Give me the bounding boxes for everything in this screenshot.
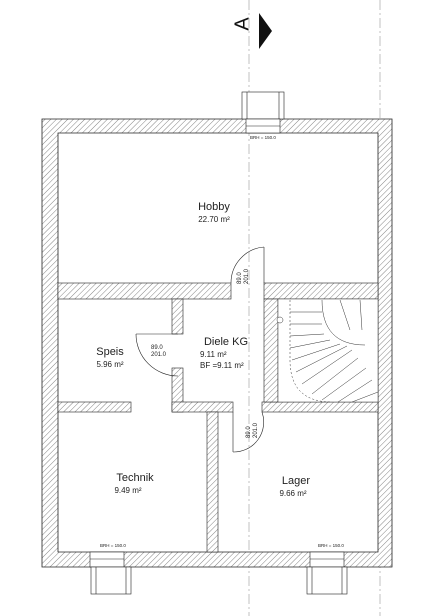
window-top [241, 91, 285, 134]
window-bottom-left [89, 551, 132, 595]
window-top-label: BRH = 150.0 [250, 135, 276, 140]
room-speis: Speis 5.96 m² [96, 346, 124, 369]
door-hobby-width: 89.0 [237, 272, 243, 284]
room-diele-bf: BF =9.11 m² [200, 361, 244, 370]
room-technik-name: Technik [116, 472, 154, 484]
window-bottom-right [306, 551, 348, 595]
room-hobby-area: 22.70 m² [198, 215, 230, 224]
room-lager-area: 9.66 m² [279, 489, 306, 498]
room-diele: Diele KG 9.11 m² BF =9.11 m² [200, 336, 248, 370]
door-hobby-height: 201.0 [244, 268, 250, 284]
door-lager-width: 89.0 [246, 426, 252, 438]
room-speis-area: 5.96 m² [96, 360, 123, 369]
door-lager [232, 411, 264, 453]
section-letter: A [231, 17, 253, 31]
room-technik: Technik 9.49 m² [114, 472, 154, 495]
window-bottom-right-label: BRH = 150.0 [318, 543, 344, 548]
section-marker: A [231, 13, 272, 49]
interior-walls [57, 282, 379, 553]
room-speis-name: Speis [96, 346, 124, 358]
room-lager: Lager 9.66 m² [279, 475, 310, 498]
room-hobby: Hobby 22.70 m² [198, 201, 230, 224]
room-lager-name: Lager [282, 475, 310, 487]
room-diele-area: 9.11 m² [200, 350, 227, 359]
door-hobby [230, 246, 265, 284]
window-bottom-left-label: BRH = 150.0 [100, 543, 126, 548]
room-technik-area: 9.49 m² [114, 486, 141, 495]
door-speis [135, 333, 179, 377]
staircase [276, 298, 379, 403]
door-speis-width: 89.0 [151, 345, 163, 351]
door-speis-height: 201.0 [151, 352, 167, 358]
room-diele-name: Diele KG [204, 336, 248, 348]
door-lager-height: 201.0 [253, 422, 259, 438]
section-arrow-icon [259, 13, 272, 49]
room-hobby-name: Hobby [198, 201, 230, 213]
